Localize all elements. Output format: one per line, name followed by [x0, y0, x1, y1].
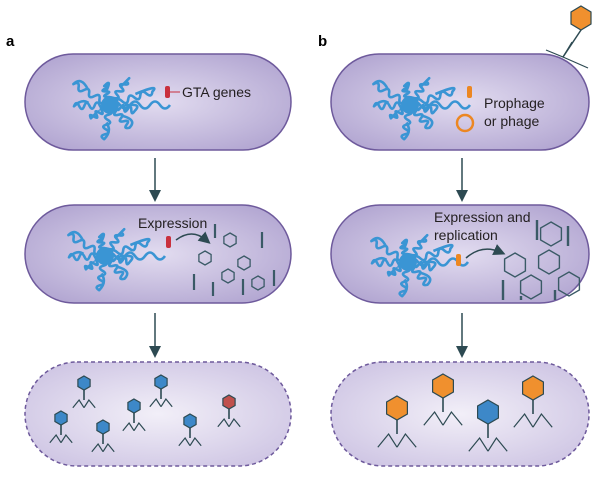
infecting-phage-icon — [545, 5, 592, 69]
expression-replication-label-2: replication — [434, 227, 498, 243]
particle-capsid — [54, 410, 68, 426]
dna-core — [101, 96, 119, 114]
gta-capsid-part — [198, 250, 212, 266]
particle-legs-left — [178, 436, 191, 447]
prophage-marker-2 — [456, 254, 461, 266]
gta-particle — [49, 410, 73, 444]
dna-strand — [72, 76, 172, 141]
dna-chromosome-a1 — [72, 76, 172, 141]
gta-particle — [72, 375, 96, 409]
particle-legs-right — [60, 433, 73, 444]
cell-b1 — [330, 53, 590, 151]
gta-particle — [91, 419, 115, 453]
phage-parts-b2 — [501, 220, 581, 300]
particle-legs-right — [102, 442, 115, 453]
gta-particle — [149, 374, 173, 408]
particle-capsid — [96, 419, 110, 435]
gta-genes-label: GTA genes — [182, 84, 251, 100]
particle-legs-left — [217, 417, 230, 428]
particle-legs-left — [513, 412, 534, 428]
phage-particle-orange — [377, 395, 417, 448]
phage-capsid-part — [539, 221, 563, 247]
phage-capsid-part — [503, 252, 527, 278]
dna-chromosome-a2 — [67, 227, 167, 292]
particle-legs-right — [83, 398, 96, 409]
dna-core — [96, 247, 114, 265]
or-phage-label: or phage — [484, 113, 539, 129]
gta-capsid-part — [221, 268, 235, 284]
particle-legs-left — [149, 397, 162, 408]
particle-capsid — [154, 374, 168, 390]
particle-capsid — [222, 394, 236, 410]
phage-capsid-part — [519, 274, 543, 300]
gta-parts-a2 — [192, 224, 276, 296]
particle-legs-left — [377, 432, 398, 448]
dna-chromosome-b1 — [372, 76, 472, 141]
particle-legs-right — [442, 410, 463, 426]
dna-core — [401, 96, 419, 114]
particle-legs-right — [160, 397, 173, 408]
replication-arrow — [465, 244, 506, 259]
particle-legs-left — [423, 410, 444, 426]
phage-particles — [377, 373, 553, 452]
particle-legs-left — [72, 398, 85, 409]
gta-particles — [49, 374, 241, 453]
particle-legs-left — [49, 433, 62, 444]
particle-capsid — [477, 399, 499, 425]
gta-capsid-part — [237, 255, 251, 271]
phage-particle-orange — [423, 373, 463, 426]
particle-legs-right — [133, 421, 146, 432]
gta-particle-red — [217, 394, 241, 428]
phage-particle-blue — [468, 399, 508, 452]
phage-particle-orange — [513, 375, 553, 428]
phage-capsid-part — [537, 249, 561, 275]
lysed-cell-b3 — [330, 361, 590, 467]
dna-strand — [67, 227, 167, 292]
gta-gene-marker — [165, 86, 170, 98]
gta-particle — [122, 398, 146, 432]
gta-particle — [178, 413, 202, 447]
cell-a2 — [24, 204, 292, 304]
prophage-label: Prophage — [484, 95, 545, 111]
expression-label: Expression — [138, 215, 207, 231]
particle-legs-right — [189, 436, 202, 447]
expression-arrow — [175, 231, 211, 244]
prophage-marker — [467, 86, 472, 98]
phage-circle-icon — [455, 113, 475, 133]
phage-capsid-part — [557, 271, 581, 297]
particle-capsid — [386, 395, 408, 421]
particle-capsid — [77, 375, 91, 391]
expression-replication-label-1: Expression and — [434, 209, 531, 225]
dna-chromosome-b2 — [370, 233, 470, 298]
particle-legs-left — [91, 442, 104, 453]
panel-label-a: a — [6, 33, 15, 50]
particle-capsid — [127, 398, 141, 414]
particle-legs-right — [228, 417, 241, 428]
particle-legs-left — [468, 436, 489, 452]
gta-capsid-part — [223, 232, 237, 248]
gta-gene-marker-2 — [166, 236, 171, 248]
dna-core — [399, 253, 417, 271]
panel-label-b: b — [318, 33, 327, 50]
dna-strand — [372, 76, 472, 141]
particle-capsid — [521, 375, 545, 401]
particle-legs-right — [487, 436, 508, 452]
dna-strand — [370, 233, 470, 298]
particle-legs-left — [122, 421, 135, 432]
gta-capsid-part — [251, 275, 265, 291]
particle-capsid — [432, 373, 454, 399]
particle-legs-right — [396, 432, 417, 448]
particle-capsid — [183, 413, 197, 429]
particle-legs-right — [532, 412, 553, 428]
lysed-cell-a3 — [24, 361, 292, 467]
